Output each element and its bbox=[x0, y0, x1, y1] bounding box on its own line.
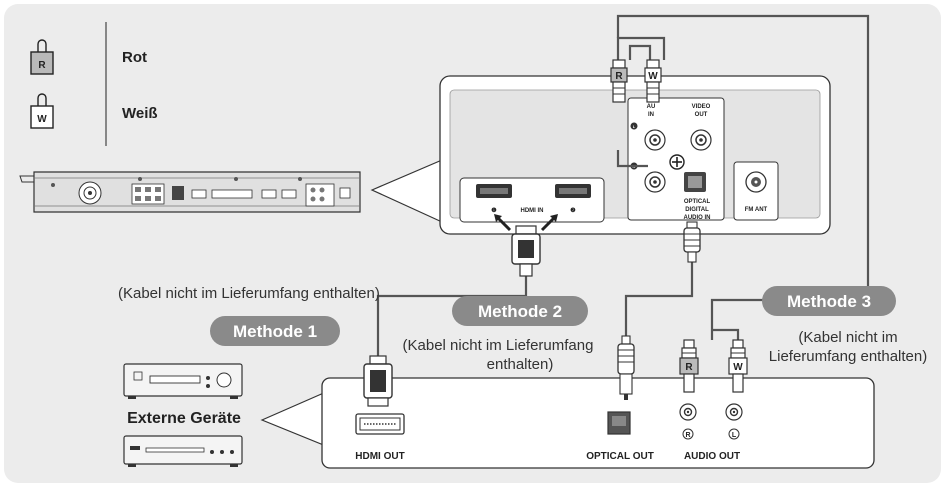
lan-port bbox=[191, 189, 207, 199]
optical-plug-top bbox=[683, 221, 701, 263]
cables bbox=[376, 14, 870, 356]
method3-label: Methode 3 bbox=[787, 292, 871, 311]
hdmi-in-block: ❶ HDMI IN ❷ bbox=[459, 177, 605, 223]
port-block bbox=[172, 186, 184, 200]
audio-in-right-jack bbox=[644, 171, 666, 193]
external-device-bottom bbox=[123, 435, 243, 467]
rca-plug-red-bottom: R bbox=[679, 339, 699, 393]
svg-text:L: L bbox=[732, 432, 737, 439]
audio-out-right-jack bbox=[679, 403, 697, 421]
audio-in-label-1: AU bbox=[647, 104, 656, 110]
arrow-to-hdmi1 bbox=[496, 216, 512, 232]
method1-cable bbox=[376, 276, 528, 356]
hdmi-out-label: HDMI OUT bbox=[355, 451, 404, 462]
method2-cable bbox=[624, 258, 694, 336]
method2-pill: Methode 2 bbox=[452, 296, 588, 326]
video-out-label-2: OUT bbox=[695, 112, 708, 118]
svg-text:L: L bbox=[633, 124, 636, 129]
optical-out-label: OPTICAL OUT bbox=[586, 451, 654, 462]
audio-in-label-2: IN bbox=[648, 112, 654, 118]
method3-pill: Methode 3 bbox=[762, 286, 896, 316]
hdmi-port-b bbox=[281, 189, 297, 199]
video-out-jack bbox=[690, 129, 712, 151]
legend: R Rot W Weiß bbox=[30, 22, 158, 146]
av-jacks bbox=[305, 183, 335, 207]
method1-note: (Kabel nicht im Lieferumfang enthalten) bbox=[118, 285, 380, 302]
hdmi-port1-label: ❶ bbox=[491, 207, 497, 214]
svg-text:R: R bbox=[685, 362, 693, 373]
method2-note-line2: enthalten) bbox=[487, 356, 554, 373]
main-unit bbox=[19, 171, 361, 213]
antenna-jack bbox=[339, 187, 351, 199]
audio-out-label: AUDIO OUT bbox=[684, 451, 740, 462]
legend-red-label: Rot bbox=[122, 49, 147, 66]
method3-note-line2: Lieferumfang enthalten) bbox=[769, 348, 927, 365]
svg-text:R: R bbox=[615, 71, 623, 82]
red-plug-letter: R bbox=[38, 60, 46, 71]
external-device-top bbox=[123, 363, 243, 399]
jack-r-mark bbox=[682, 428, 694, 440]
method1-pill: Methode 1 bbox=[210, 316, 340, 346]
left-mark-icon bbox=[630, 122, 638, 130]
audio-in-left-jack bbox=[644, 129, 666, 151]
method3-main-cable bbox=[616, 14, 870, 340]
svg-text:R: R bbox=[685, 432, 690, 439]
white-plug-letter: W bbox=[37, 114, 47, 125]
hdmi-port-a bbox=[261, 189, 277, 199]
red-plug-icon: R bbox=[30, 39, 54, 75]
method3-note-line1: (Kabel nicht im bbox=[798, 329, 897, 346]
rear-panel: ❶ HDMI IN ❷ AU IN VIDEO OUT L R bbox=[439, 75, 831, 235]
method1-label: Methode 1 bbox=[233, 322, 317, 341]
optical-label-1: OPTICAL bbox=[684, 199, 711, 205]
hdmi-in-label: HDMI IN bbox=[521, 208, 544, 214]
hdmi-plug-bottom bbox=[363, 355, 393, 407]
plus-icon bbox=[669, 154, 685, 170]
white-plug-icon: W bbox=[30, 93, 54, 129]
rca-loop-inner-cable bbox=[628, 44, 652, 60]
optical-plug-bottom bbox=[617, 335, 635, 400]
method2-note-line1: (Kabel nicht im Lieferumfang bbox=[403, 337, 594, 354]
fm-ant-jack bbox=[745, 171, 767, 193]
audio-in-plug-lead bbox=[616, 150, 648, 168]
audio-out-left-jack bbox=[725, 403, 743, 421]
arrow-to-hdmi2 bbox=[540, 216, 556, 232]
jack-l-mark bbox=[728, 428, 740, 440]
method2-label: Methode 2 bbox=[478, 302, 562, 321]
optical-in-port bbox=[684, 172, 706, 192]
rca-plug-red-top: R bbox=[610, 59, 628, 103]
fm-ant-label: FM ANT bbox=[745, 207, 768, 213]
optical-label-2: DIGITAL bbox=[685, 207, 709, 213]
optical-label-3: AUDIO IN bbox=[684, 215, 711, 221]
rca-plug-white-top: W bbox=[644, 59, 662, 103]
usb-port bbox=[211, 189, 253, 199]
svg-text:W: W bbox=[733, 362, 743, 373]
legend-white-label: Weiß bbox=[122, 105, 158, 122]
external-panel: HDMI OUT OPTICAL OUT R L AUDIO OUT bbox=[321, 377, 875, 469]
hdmi-plug-top bbox=[511, 225, 541, 277]
rca-plug-white-bottom: W bbox=[728, 339, 748, 393]
hdmi-port2-label: ❷ bbox=[570, 207, 576, 214]
svg-text:W: W bbox=[648, 71, 658, 82]
video-out-label-1: VIDEO bbox=[692, 104, 711, 110]
external-devices-title: Externe Geräte bbox=[127, 410, 241, 427]
